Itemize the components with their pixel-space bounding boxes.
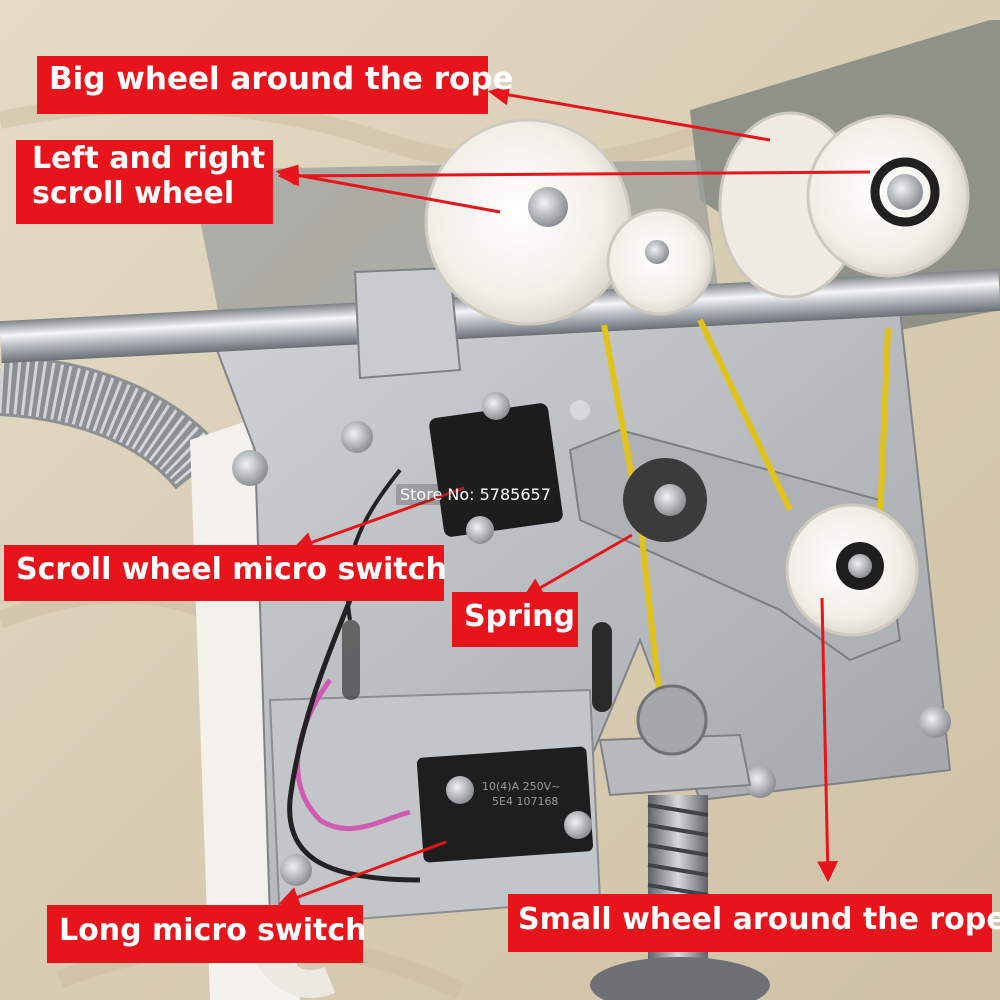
tension-nut	[636, 684, 708, 756]
plate-slot-2	[342, 620, 360, 700]
label-scroll-switch: Scroll wheel micro switch	[4, 545, 447, 601]
label-long-switch: Long micro switch	[47, 905, 367, 963]
rope-middle	[697, 318, 793, 512]
scroll-wheel-micro-switch	[429, 392, 592, 544]
label-scroll-wheel-line1: Left and right	[32, 141, 266, 176]
screw-1	[341, 421, 373, 453]
middle-wheel-hub	[645, 240, 669, 264]
right-wheel-hub	[887, 174, 923, 210]
plate-slot-1	[592, 622, 612, 712]
label-scroll-wheel-line2: scroll wheel	[32, 175, 235, 211]
store-watermark: Store No: 5785657	[396, 484, 555, 505]
long-micro-switch: 10(4)A 250V~ 5E4 107168	[416, 746, 594, 863]
switch-marking-2: 5E4 107168	[492, 795, 558, 808]
arrow-long-switch	[278, 840, 447, 907]
arrow-small-wheel	[817, 597, 839, 883]
right-wheel-ring	[870, 157, 940, 227]
screw-5	[280, 854, 312, 886]
label-scroll-wheel: Left and right scroll wheel	[16, 140, 273, 224]
spring-pivot-cap	[654, 484, 686, 516]
rope-right	[877, 327, 891, 521]
screw-2	[232, 450, 268, 486]
metal-hose-ridges	[0, 357, 222, 489]
screw-4	[744, 766, 776, 798]
arrow-big-wheel	[487, 84, 771, 142]
left-scroll-wheel	[424, 118, 632, 326]
tension-spring-coils	[647, 803, 709, 937]
label-small-wheel: Small wheel around the rope	[508, 894, 1000, 952]
arrow-scroll-right	[277, 165, 871, 187]
spring-base	[590, 957, 770, 1000]
arrow-scroll-switch	[292, 486, 465, 553]
small-wheel-hub	[848, 554, 872, 578]
label-spring: Spring	[452, 592, 578, 647]
left-wheel-hub	[528, 187, 568, 227]
arrow-spring	[522, 533, 633, 599]
switch-marking-1: 10(4)A 250V~	[482, 780, 560, 793]
screw-3	[919, 706, 951, 738]
arrow-scroll-left	[275, 164, 501, 214]
black-wire	[287, 599, 421, 883]
rod-clamp	[353, 266, 462, 380]
label-big-wheel: Big wheel around the rope	[37, 56, 514, 114]
